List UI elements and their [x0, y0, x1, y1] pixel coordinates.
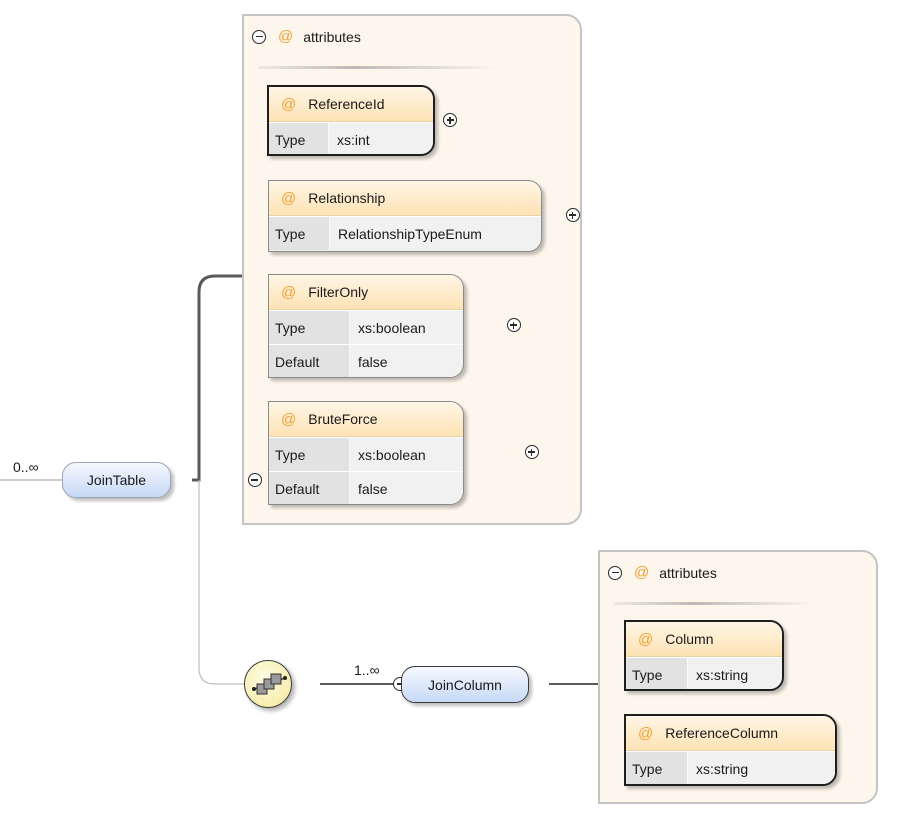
row-value: xs:string	[688, 752, 835, 784]
group-separator	[258, 66, 498, 69]
jointable-to-sequence-connector	[198, 480, 244, 685]
row-key: Default	[269, 345, 350, 377]
attribute-row: Default false	[269, 471, 463, 504]
row-key: Default	[269, 472, 350, 504]
attribute-name: BruteForce	[308, 411, 378, 427]
expand-icon[interactable]	[565, 208, 580, 222]
attribute-referenceid[interactable]: @ ReferenceId Type xs:int	[267, 85, 435, 156]
attribute-name: ReferenceId	[308, 96, 385, 112]
attribute-name: FilterOnly	[308, 284, 369, 300]
row-value: xs:boolean	[350, 438, 463, 471]
attribute-filteronly[interactable]: @ FilterOnly Type xs:boolean Default fal…	[268, 274, 464, 378]
expand-icon[interactable]	[524, 445, 539, 459]
row-value: xs:string	[688, 658, 782, 689]
row-key: Type	[269, 217, 330, 250]
attributes-group-label: attributes	[659, 564, 717, 581]
attribute-row: Default false	[269, 344, 463, 377]
attributes-group-header[interactable]: @ attributes	[252, 28, 361, 45]
attribute-name: ReferenceColumn	[665, 725, 779, 741]
attribute-header: @ ReferenceColumn	[626, 716, 835, 751]
attribute-row: Type xs:boolean	[269, 437, 463, 471]
row-key: Type	[269, 311, 350, 344]
row-key: Type	[626, 752, 688, 784]
attribute-relationship[interactable]: @ Relationship Type RelationshipTypeEnum	[268, 180, 542, 252]
row-value: false	[350, 345, 463, 377]
jointable-to-attributes-connector	[192, 274, 243, 482]
attribute-header: @ Column	[626, 622, 782, 657]
attribute-symbol-icon: @	[278, 28, 294, 45]
sequence-compositor-icon	[252, 673, 287, 695]
attribute-row: Type xs:string	[626, 657, 782, 689]
group-separator	[614, 602, 814, 605]
row-key: Type	[269, 123, 329, 154]
row-key: Type	[626, 658, 688, 689]
attribute-symbol-icon: @	[281, 410, 297, 428]
attribute-symbol-icon: @	[281, 283, 297, 301]
attribute-referencecolumn[interactable]: @ ReferenceColumn Type xs:string	[624, 714, 837, 786]
row-value: xs:boolean	[350, 311, 463, 344]
attribute-symbol-icon: @	[281, 95, 297, 113]
element-label: JoinTable	[86, 472, 147, 488]
attribute-header: @ Relationship	[269, 181, 541, 216]
attributes-group-header[interactable]: @ attributes	[608, 564, 717, 581]
attribute-symbol-icon: @	[281, 189, 297, 207]
attribute-symbol-icon: @	[638, 724, 654, 742]
attribute-name: Relationship	[308, 190, 386, 206]
jointable-element[interactable]: JoinTable	[62, 462, 171, 498]
expand-icon[interactable]	[443, 113, 457, 127]
attribute-row: Type RelationshipTypeEnum	[269, 216, 541, 250]
row-value: false	[350, 472, 463, 504]
row-value: xs:int	[329, 123, 433, 154]
collapse-icon[interactable]	[252, 29, 266, 44]
attribute-header: @ ReferenceId	[269, 87, 433, 122]
joincolumn-cardinality: 1..∞	[354, 662, 380, 678]
attribute-header: @ FilterOnly	[269, 275, 463, 310]
attribute-row: Type xs:boolean	[269, 310, 463, 344]
collapse-icon[interactable]	[608, 565, 622, 580]
joincolumn-element[interactable]: JoinColumn	[401, 666, 529, 703]
attribute-row: Type xs:int	[269, 122, 433, 154]
attribute-bruteforce[interactable]: @ BruteForce Type xs:boolean Default fal…	[268, 401, 464, 505]
row-value: RelationshipTypeEnum	[330, 217, 541, 250]
expand-icon[interactable]	[506, 318, 521, 332]
sequence-compositor[interactable]	[244, 660, 292, 708]
row-key: Type	[269, 438, 350, 471]
jointable-cardinality: 0..∞	[13, 459, 39, 475]
collapse-icon[interactable]	[247, 473, 262, 487]
attribute-symbol-icon: @	[638, 630, 654, 648]
element-label: JoinColumn	[428, 676, 502, 693]
attribute-column[interactable]: @ Column Type xs:string	[624, 620, 784, 691]
attribute-name: Column	[665, 631, 714, 647]
attribute-symbol-icon: @	[634, 564, 650, 581]
attribute-row: Type xs:string	[626, 751, 835, 784]
attributes-group-label: attributes	[303, 28, 361, 45]
attribute-header: @ BruteForce	[269, 402, 463, 437]
